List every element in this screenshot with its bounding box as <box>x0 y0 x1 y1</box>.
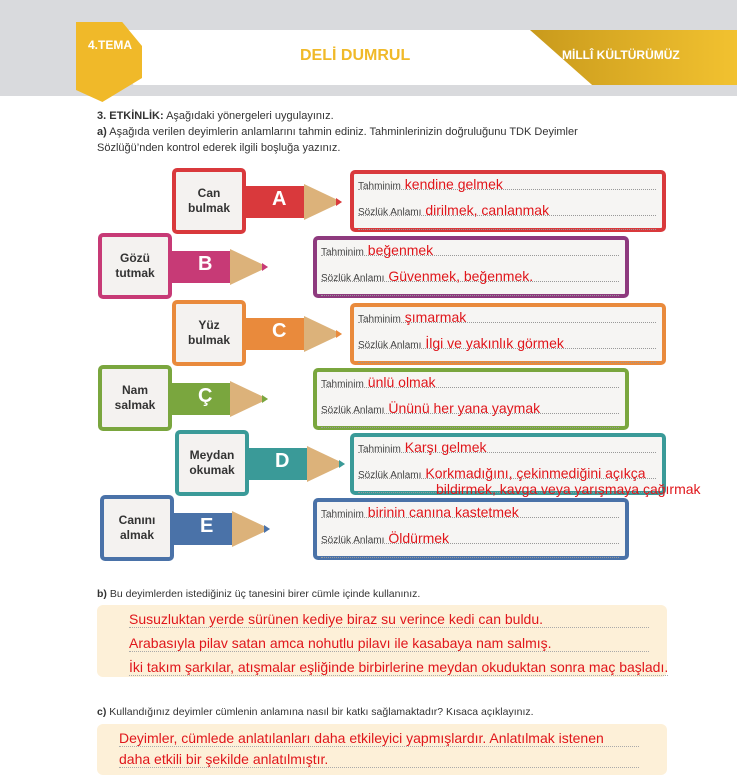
part-c-answer-box: Deyimler, cümlede anlatılanları daha etk… <box>97 724 667 775</box>
dict-label: Sözlük Anlamı <box>321 535 385 546</box>
part-a-line1: Aşağıda verilen deyimlerin anlamlarını t… <box>109 126 578 138</box>
guess-label: Tahminim <box>358 181 401 192</box>
idiom-line2: almak <box>119 528 154 542</box>
pencil-icon: D <box>247 438 347 488</box>
dict-answer: dirilmek, canlanmak <box>425 202 550 218</box>
part-b-answer-box: Susuzluktan yerde sürünen kediye biraz s… <box>97 605 669 677</box>
idiom-letter: D <box>275 450 290 472</box>
idiom-line2: okumak <box>189 463 235 477</box>
dict-label: Sözlük Anlamı <box>358 207 422 218</box>
idiom-line1: Can <box>197 186 221 200</box>
idiom-line2: bulmak <box>187 201 230 215</box>
dict-label: Sözlük Anlamı <box>321 273 385 284</box>
guess-label: Tahminim <box>321 247 364 258</box>
activity-heading: 3. ETKİNLİK: Aşağıdaki yönergeleri uygul… <box>97 108 334 124</box>
pencil-icon: C <box>244 308 344 358</box>
part-c-text: Kullandığınız deyimler cümlenin anlamına… <box>109 706 534 718</box>
dict-label: Sözlük Anlamı <box>358 470 422 481</box>
idiom-line1: Nam <box>121 383 148 397</box>
dict-label: Sözlük Anlamı <box>358 340 422 351</box>
part-c-label: c) <box>97 706 107 718</box>
idiom-line2: bulmak <box>187 333 230 347</box>
guess-label: Tahminim <box>321 379 364 390</box>
idiom-letter: B <box>198 253 213 275</box>
dict-answer: Ününü her yana yaymak <box>388 400 541 416</box>
idiom-letter: C <box>272 320 287 342</box>
idiom-line1: Meydan <box>189 448 235 462</box>
guess-label: Tahminim <box>321 509 364 520</box>
idiom-line1: Gözü <box>120 251 150 265</box>
section-label: MİLLÎ KÜLTÜRÜMÜZ <box>562 48 680 62</box>
part-b-answer-2: Arabasıyla pilav satan amca nohutlu pila… <box>129 635 649 652</box>
dict-answer-cont: bildirmek, kavga veya yarışmaya çağırmak <box>436 481 701 497</box>
activity-number: 3. ETKİNLİK: <box>97 110 164 122</box>
guess-answer: birinin canına kastetmek <box>367 504 519 520</box>
part-c-question: c) Kullandığınız deyimler cümlenin anlam… <box>97 706 534 718</box>
part-b-question: b) Bu deyimlerden istediğiniz üç tanesin… <box>97 588 420 600</box>
pencil-icon: Ç <box>170 373 270 423</box>
part-a-text: a) Aşağıda verilen deyimlerin anlamların… <box>97 124 669 140</box>
idiom-letter: A <box>272 188 287 210</box>
idiom-line2: tutmak <box>115 266 155 280</box>
guess-answer: şımarmak <box>404 309 467 325</box>
pencil-icon: A <box>244 176 344 226</box>
pencil-icon: E <box>172 503 272 553</box>
part-c-answer-2: daha etkili bir şekilde anlatılmıştır. <box>119 751 639 768</box>
theme-label: 4.TEMA <box>88 38 133 52</box>
idiom-letter: Ç <box>198 385 213 407</box>
part-b-answer-1: Susuzluktan yerde sürünen kediye biraz s… <box>129 611 649 628</box>
idiom-line1: Canını <box>118 513 156 527</box>
part-b-text: Bu deyimlerden istediğiniz üç tanesini b… <box>109 588 421 600</box>
page-title: DELİ DUMRUL <box>300 47 411 64</box>
pencil-icon: B <box>170 241 270 291</box>
dict-answer: Korkmadığını, çekinmediğini açıkça <box>425 465 646 481</box>
guess-label: Tahminim <box>358 314 401 325</box>
part-a-line2: Sözlüğü’nden kontrol ederek ilgili boşlu… <box>97 142 341 154</box>
guess-answer: beğenmek <box>367 242 434 258</box>
idiom-line2: salmak <box>114 398 156 412</box>
dict-answer: İlgi ve yakınlık görmek <box>425 335 564 351</box>
part-b-answer-3: İki takım şarkılar, atışmalar eşliğinde … <box>129 659 669 676</box>
part-a-label: a) <box>97 126 107 138</box>
dict-answer: Güvenmek, beğenmek. <box>388 268 534 284</box>
idiom-line1: Yüz <box>198 318 220 332</box>
dict-label: Sözlük Anlamı <box>321 405 385 416</box>
activity-instruction: Aşağıdaki yönergeleri uygulayınız. <box>166 110 334 122</box>
guess-answer: kendine gelmek <box>404 176 503 192</box>
part-b-label: b) <box>97 588 107 600</box>
idiom-letter: E <box>200 515 214 537</box>
guess-answer: ünlü olmak <box>367 374 436 390</box>
guess-label: Tahminim <box>358 444 401 455</box>
part-c-answer-1: Deyimler, cümlede anlatılanları daha etk… <box>119 730 639 747</box>
dict-answer: Öldürmek <box>388 530 450 546</box>
guess-answer: Karşı gelmek <box>404 439 487 455</box>
